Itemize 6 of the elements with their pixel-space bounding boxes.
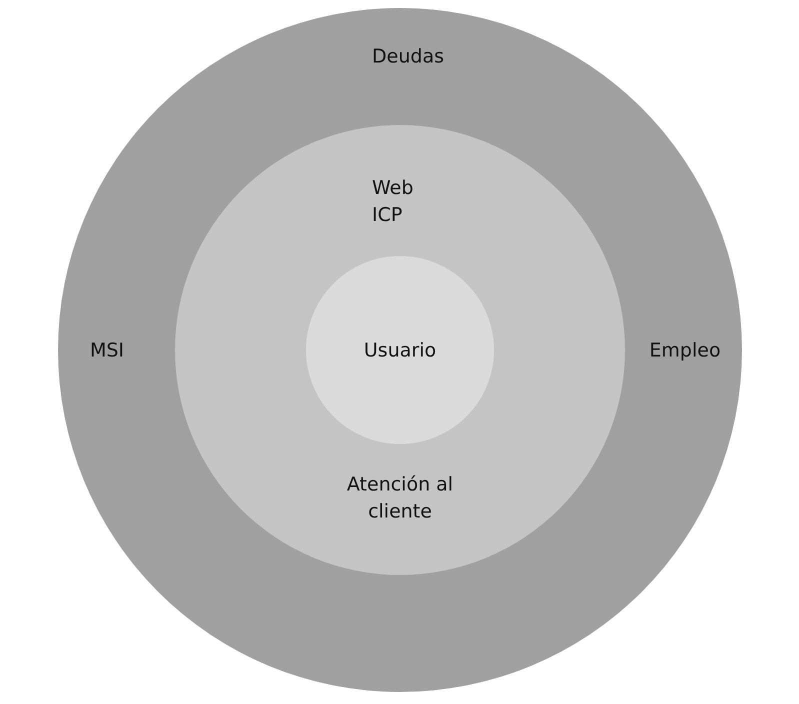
- ring-label: Usuario: [364, 338, 436, 364]
- ring-label: MSI: [90, 338, 124, 364]
- ring-label: Atención al cliente: [346, 472, 454, 524]
- ring-label: Empleo: [649, 338, 721, 364]
- ring-label: Deudas: [372, 44, 444, 70]
- ring-label: Web ICP: [372, 176, 414, 228]
